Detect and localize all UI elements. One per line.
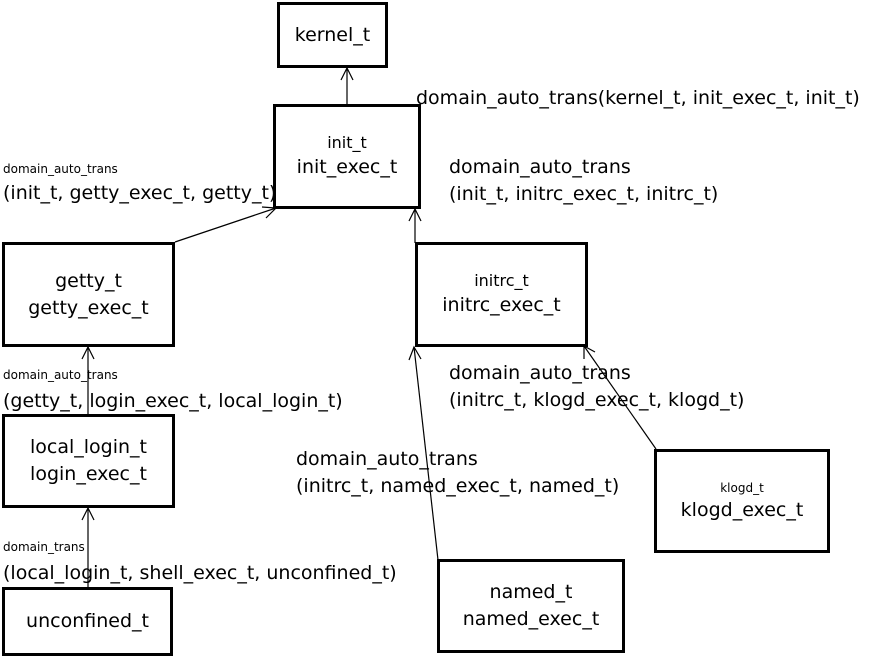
node-getty-domain: getty_t: [55, 269, 122, 292]
node-unconfined: unconfined_t: [2, 587, 173, 656]
node-kernel: kernel_t: [277, 2, 388, 68]
node-getty: getty_t getty_exec_t: [2, 242, 175, 347]
edge-label-init-getty: domain_auto_trans (init_t, getty_exec_t,…: [3, 162, 277, 204]
arrowhead-init-from-initrc: [408, 207, 422, 222]
node-klogd-exec: klogd_exec_t: [680, 498, 804, 521]
edge-label-init-initrc: domain_auto_trans (init_t, initrc_exec_t…: [449, 156, 719, 205]
arrowhead-kernel: [340, 66, 354, 81]
edge-label-initrc-named: domain_auto_trans (initrc_t, named_exec_…: [296, 448, 620, 497]
edge-label-initrc-klogd: domain_auto_trans (initrc_t, klogd_exec_…: [449, 362, 745, 411]
node-named-exec: named_exec_t: [462, 608, 600, 630]
edge-named-initrc: [413, 346, 439, 561]
node-init-domain: init_t: [327, 133, 367, 152]
node-initrc-exec: initrc_exec_t: [442, 294, 561, 316]
arrowhead-initrc-from-named: [408, 345, 422, 361]
edge-klogd-initrc: [583, 345, 657, 450]
edge-label-getty-login: domain_auto_trans (getty_t, login_exec_t…: [3, 368, 343, 412]
arrowhead-getty: [81, 345, 95, 360]
node-initrc: initrc_t initrc_exec_t: [415, 242, 588, 347]
node-named-domain: named_t: [489, 581, 573, 603]
node-named: named_t named_exec_t: [437, 559, 625, 653]
node-init-exec: init_exec_t: [296, 156, 398, 178]
node-klogd: klogd_t klogd_exec_t: [654, 449, 830, 553]
node-local-login-exec: login_exec_t: [30, 463, 147, 485]
node-unconfined-domain: unconfined_t: [26, 610, 149, 632]
edge-label-kernel-init: domain_auto_trans(kernel_t, init_exec_t,…: [416, 87, 860, 109]
arrowhead-local-login: [81, 506, 95, 521]
node-initrc-domain: initrc_t: [474, 271, 529, 290]
node-kernel-type: kernel_t: [294, 23, 371, 46]
node-local-login: local_login_t login_exec_t: [2, 414, 175, 508]
node-klogd-domain: klogd_t: [720, 480, 764, 495]
node-local-login-domain: local_login_t: [29, 436, 147, 458]
edge-label-login-unconfined: domain_trans (local_login_t, shell_exec_…: [3, 540, 397, 584]
edge-getty-init: [174, 207, 277, 243]
node-init: init_t init_exec_t: [273, 104, 421, 209]
node-getty-exec: getty_exec_t: [28, 296, 149, 319]
